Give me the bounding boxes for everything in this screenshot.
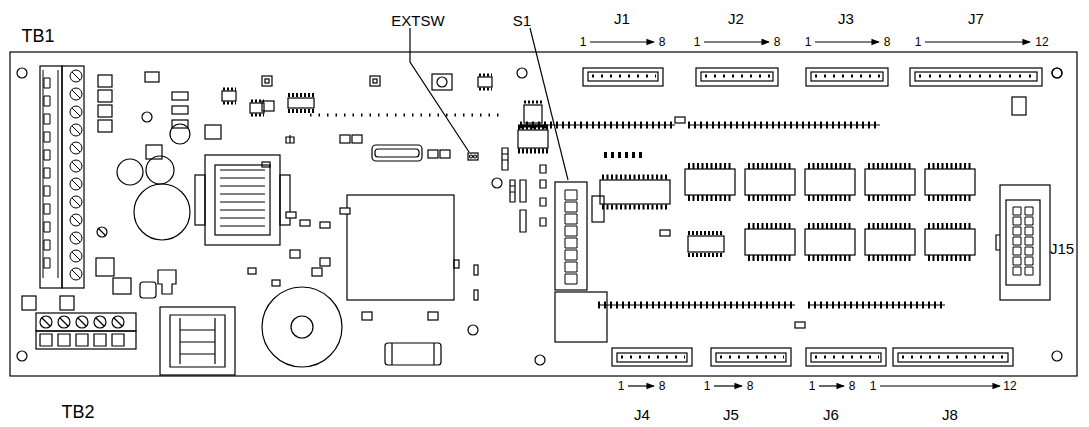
part-label: J6 <box>823 407 839 422</box>
terminal-block <box>22 296 136 349</box>
part-label: J15 <box>1050 241 1074 256</box>
logic-components <box>222 74 1026 342</box>
pin-direction-arrow <box>590 42 1030 386</box>
part-label: J5 <box>723 407 739 422</box>
pin-number: 8 <box>774 36 781 48</box>
part-label: S1 <box>513 13 531 28</box>
pin-number: 1 <box>805 36 812 48</box>
pin-number: 1 <box>870 380 877 392</box>
part-label: J7 <box>968 11 984 26</box>
part-label: J3 <box>838 11 854 26</box>
pin-number: 1 <box>694 36 701 48</box>
pin-number: 1 <box>915 36 922 48</box>
integrated-circuit <box>685 166 975 258</box>
part-label: J2 <box>728 11 744 26</box>
pin-number: 8 <box>747 380 754 392</box>
pin-number: 12 <box>1003 380 1016 392</box>
pin-number: 1 <box>580 36 587 48</box>
part-label: EXTSW <box>391 13 444 28</box>
pin-header <box>520 125 945 305</box>
part-label: TB1 <box>21 27 54 45</box>
power-components <box>96 72 478 375</box>
pin-number: 8 <box>884 36 891 48</box>
pin-number: 1 <box>809 380 816 392</box>
connector <box>583 68 1050 366</box>
part-label: J4 <box>634 407 650 422</box>
pin-number: 8 <box>659 36 666 48</box>
part-label: TB2 <box>61 403 94 421</box>
part-label: J1 <box>614 11 630 26</box>
terminal-block <box>40 66 84 288</box>
board-outline <box>10 52 1077 376</box>
pin-number: 1 <box>618 380 625 392</box>
pin-number: 1 <box>704 380 711 392</box>
leader-line <box>410 28 568 180</box>
pin-number: 8 <box>659 380 666 392</box>
pin-number: 12 <box>1035 36 1048 48</box>
part-label: J8 <box>942 407 958 422</box>
mounting-hole <box>17 68 1062 365</box>
pin-number: 8 <box>849 380 856 392</box>
